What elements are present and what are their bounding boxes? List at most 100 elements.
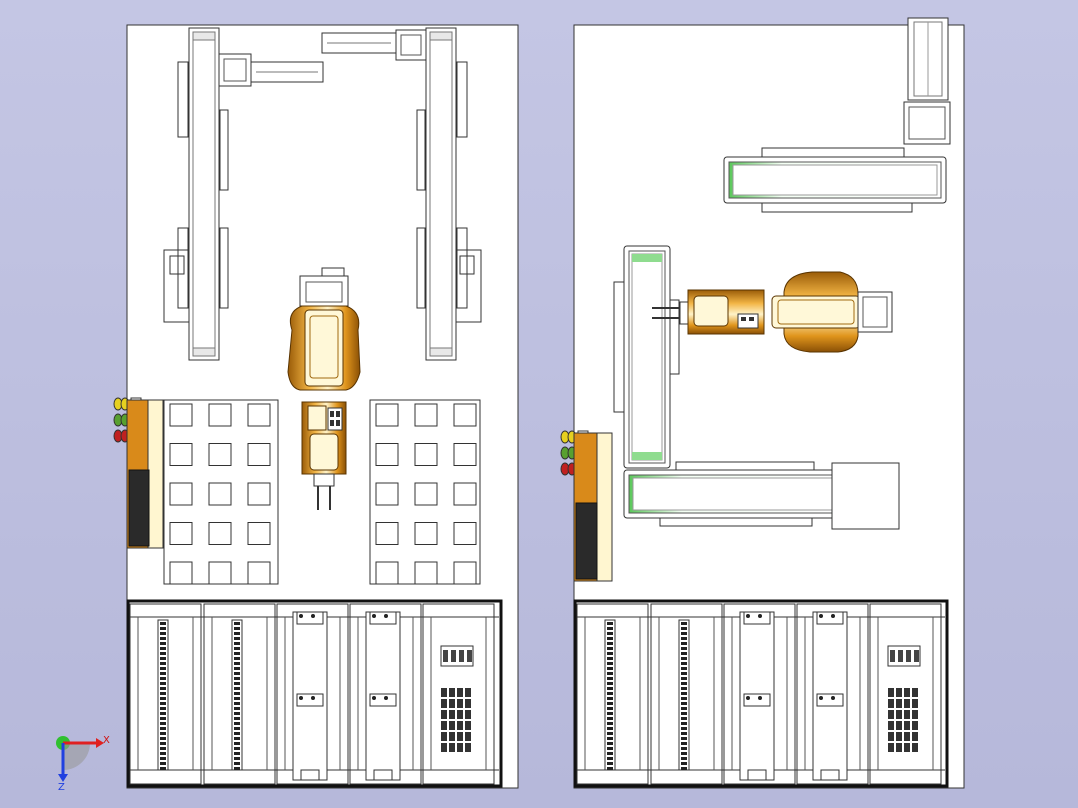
cabinet-bay[interactable] <box>576 603 649 785</box>
triad-z-label: Z <box>58 782 65 793</box>
breaker <box>449 688 455 697</box>
tray-cell <box>208 561 232 585</box>
robot-arm-right[interactable] <box>652 271 893 353</box>
tray-cell <box>169 561 193 585</box>
tray-cell <box>453 561 477 585</box>
left-vertical-conveyor[interactable] <box>163 27 229 361</box>
breaker <box>888 743 894 752</box>
electrical-cabinet-right[interactable] <box>573 599 949 788</box>
top-feeder-right[interactable] <box>321 29 427 61</box>
tray-cell <box>208 403 232 427</box>
breaker <box>904 721 910 730</box>
cell-left[interactable] <box>113 24 519 789</box>
breaker <box>912 732 918 741</box>
tray-cell <box>453 522 477 545</box>
breaker <box>457 732 463 741</box>
breaker <box>912 688 918 697</box>
robot-controller-right[interactable] <box>573 432 613 582</box>
cabinet-bay[interactable] <box>723 603 796 785</box>
breaker <box>457 721 463 730</box>
tray-cell <box>414 522 438 545</box>
tray-cell <box>169 403 193 427</box>
breaker <box>896 743 902 752</box>
tray-cell <box>414 443 438 466</box>
breaker <box>465 710 471 719</box>
cabinet-bay[interactable] <box>869 603 942 785</box>
tray-cell <box>375 482 399 506</box>
tray-cell <box>247 403 271 427</box>
tray-cell <box>375 561 399 585</box>
breaker <box>888 688 894 697</box>
coordinate-triad: X Z <box>56 735 110 793</box>
breaker <box>888 710 894 719</box>
breaker <box>449 743 455 752</box>
breaker <box>904 743 910 752</box>
top-feeder-left[interactable] <box>218 53 324 87</box>
cabinet-bay[interactable] <box>796 603 869 785</box>
breaker <box>441 732 447 741</box>
tray-cell <box>208 482 232 506</box>
robot-arm-left[interactable] <box>287 267 361 510</box>
breaker <box>912 721 918 730</box>
cabinet-bay[interactable] <box>276 603 349 785</box>
right-vertical-conveyor[interactable] <box>416 27 482 361</box>
breaker <box>896 721 902 730</box>
breaker <box>457 743 463 752</box>
tray-cell <box>169 443 193 466</box>
tray-cell <box>414 561 438 585</box>
breaker <box>896 710 902 719</box>
breaker <box>449 721 455 730</box>
breaker <box>888 721 894 730</box>
breaker <box>465 688 471 697</box>
tray-cell <box>247 561 271 585</box>
breaker <box>457 710 463 719</box>
breaker <box>888 699 894 708</box>
breaker <box>441 699 447 708</box>
breaker <box>896 688 902 697</box>
cabinet-bay[interactable] <box>129 603 202 785</box>
top-right-vertical-conveyor[interactable] <box>903 17 951 145</box>
tray-cell <box>414 403 438 427</box>
breaker <box>441 743 447 752</box>
breaker <box>465 721 471 730</box>
breaker <box>912 710 918 719</box>
breaker <box>449 710 455 719</box>
left-vertical-conveyor-right-cell[interactable] <box>613 245 680 469</box>
breaker <box>888 732 894 741</box>
breaker <box>904 710 910 719</box>
relay-block <box>887 645 921 667</box>
tray-cell <box>375 522 399 545</box>
cell-right[interactable] <box>560 17 965 789</box>
breaker <box>457 688 463 697</box>
breaker <box>904 732 910 741</box>
tray-cell <box>414 482 438 506</box>
cabinet-bay[interactable] <box>203 603 276 785</box>
cabinet-bay[interactable] <box>650 603 723 785</box>
breaker <box>912 743 918 752</box>
tray-cell <box>453 403 477 427</box>
robot-controller-left[interactable] <box>126 399 164 549</box>
breaker <box>912 699 918 708</box>
cabinet-bay[interactable] <box>422 603 495 785</box>
tray-cell <box>208 522 232 545</box>
electrical-cabinet-left[interactable] <box>126 599 503 788</box>
tray-cell <box>247 482 271 506</box>
breaker <box>457 699 463 708</box>
breaker <box>441 710 447 719</box>
triad-x-label: X <box>103 735 110 746</box>
breaker <box>449 699 455 708</box>
bottom-horizontal-conveyor[interactable] <box>623 461 900 530</box>
cabinet-bay[interactable] <box>349 603 422 785</box>
breaker <box>441 688 447 697</box>
tray-cell <box>375 403 399 427</box>
tray-cell <box>247 443 271 466</box>
tray-cell <box>453 443 477 466</box>
breaker <box>896 699 902 708</box>
relay-block <box>440 645 474 667</box>
breaker <box>465 699 471 708</box>
triad-x-arrow <box>96 738 104 748</box>
top-horizontal-conveyor[interactable] <box>723 147 947 213</box>
tray-cell <box>169 522 193 545</box>
tray-cell <box>375 443 399 466</box>
